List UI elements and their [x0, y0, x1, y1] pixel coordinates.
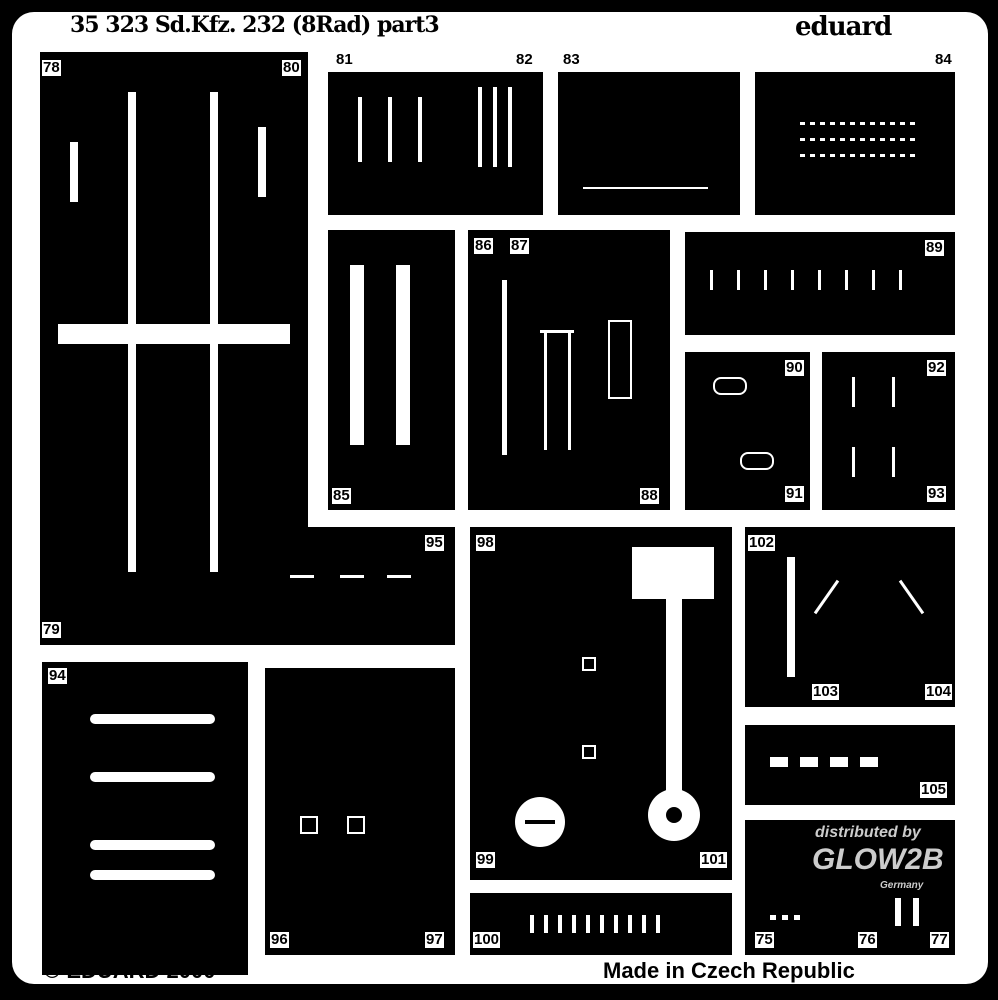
part-number: 97	[425, 931, 444, 948]
part-panel-86-88	[468, 230, 670, 510]
part-number: 95	[425, 534, 444, 551]
part-number: 83	[562, 51, 581, 68]
part-number: 75	[755, 931, 774, 948]
fret-title: 35 323 Sd.Kfz. 232 (8Rad) part3	[70, 12, 440, 38]
sprue-tab	[820, 0, 970, 10]
part-number: 87	[510, 237, 529, 254]
part-number: 77	[930, 931, 949, 948]
part-panel-78-80	[40, 52, 308, 645]
part-number: 76	[858, 931, 877, 948]
sprue-tab	[0, 420, 10, 500]
part-panel-100	[470, 893, 732, 955]
part-panel-83	[558, 72, 740, 215]
part-panel-85	[328, 230, 455, 510]
sprue-tab	[330, 0, 730, 10]
part-number: 84	[934, 51, 953, 68]
part-number: 80	[282, 59, 301, 76]
watermark-text: distributed by	[815, 824, 921, 841]
part-number: 101	[700, 851, 728, 868]
part-panel-98-101	[470, 527, 732, 880]
copyright-text: © EDUARD 2000	[44, 958, 216, 983]
part-number: 88	[640, 487, 659, 504]
part-number: 81	[335, 51, 354, 68]
part-number: 78	[42, 59, 61, 76]
part-panel-84	[755, 72, 955, 215]
sprue-tab	[988, 420, 998, 500]
part-panel-96-97	[265, 668, 455, 955]
part-number: 92	[927, 359, 946, 376]
part-number: 90	[785, 359, 804, 376]
part-number: 82	[515, 51, 534, 68]
part-panel-95	[265, 527, 455, 645]
part-number: 103	[812, 683, 840, 700]
part-panel-81-82	[328, 72, 543, 215]
part-number: 79	[42, 621, 61, 638]
part-panel-90-91	[685, 352, 810, 510]
sprue-tab	[120, 0, 360, 10]
part-number: 86	[474, 237, 493, 254]
part-number: 91	[785, 485, 804, 502]
part-number: 89	[925, 239, 944, 256]
part-number: 93	[927, 485, 946, 502]
part-number: 96	[270, 931, 289, 948]
part-number: 102	[748, 534, 776, 551]
part-number: 105	[920, 781, 948, 798]
watermark-logo: GLOW2B	[812, 843, 944, 876]
part-panel-92-93	[822, 352, 955, 510]
part-panel-94	[42, 662, 248, 975]
part-number: 85	[332, 487, 351, 504]
part-panel-102-104	[745, 527, 955, 707]
part-panel-105	[745, 725, 955, 805]
origin-text: Made in Czech Republic	[603, 958, 855, 983]
part-number: 94	[48, 667, 67, 684]
part-panel-75-77	[745, 820, 955, 955]
watermark-text: Germany	[880, 880, 924, 891]
part-number: 104	[925, 683, 953, 700]
part-number: 98	[476, 534, 495, 551]
brand-logo: eduard	[795, 12, 892, 42]
part-panel-89	[685, 232, 955, 335]
part-number: 99	[476, 851, 495, 868]
part-number: 100	[473, 931, 501, 948]
